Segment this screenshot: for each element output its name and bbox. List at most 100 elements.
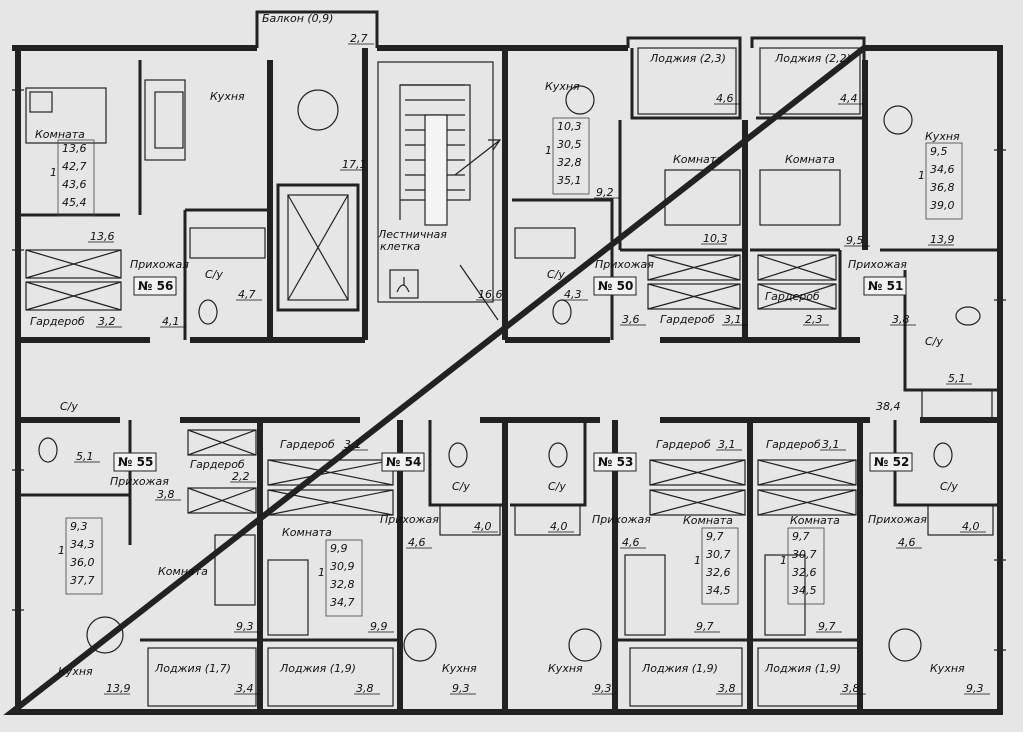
apartment-room-count: 1: [918, 169, 925, 182]
room-area: 9,9: [370, 620, 388, 633]
room-label: Балкон (0,9): [262, 12, 333, 25]
elevator-shaft: [276, 183, 360, 312]
stairwell: [377, 61, 502, 321]
room-label: Прихожая: [592, 513, 651, 526]
room-label: Комната: [785, 153, 835, 166]
apartment-area-value: 30,7: [706, 548, 731, 561]
room-label: Кухня: [210, 90, 245, 103]
room-label: Комната: [282, 526, 332, 539]
apartment-area-value: 45,4: [62, 196, 87, 209]
room-label: Гардероб: [766, 438, 821, 451]
apartment-number-box: [593, 276, 637, 296]
room-area: 9,2: [596, 186, 614, 199]
apartment-number: № 51: [868, 279, 903, 293]
room-area: 4,6: [898, 536, 916, 549]
room-area: 3,1: [822, 438, 840, 451]
room-area: 13,9: [930, 233, 955, 246]
room-label: Гардероб: [280, 438, 335, 451]
room-area: 3,1: [724, 313, 742, 326]
room-label: Прихожая: [130, 258, 189, 271]
room-label: Кухня: [930, 662, 965, 675]
apartment-number-box: [113, 452, 157, 472]
room-area: 3,2: [98, 315, 116, 328]
room-area: 9,7: [818, 620, 836, 633]
room-area: 4,6: [716, 92, 734, 105]
room-label: Комната: [790, 514, 840, 527]
room-area: 4,1: [162, 315, 180, 328]
room-label: Лоджия (1,9): [279, 662, 356, 675]
room-label: Комната: [683, 514, 733, 527]
room-label: Лоджия (1,9): [641, 662, 718, 675]
apartment-area-value: 32,6: [706, 566, 731, 579]
room-area: 4,0: [474, 520, 492, 533]
room-label: Прихожая: [595, 258, 654, 271]
room-label: Прихожая: [380, 513, 439, 526]
room-label: Кухня: [545, 80, 580, 93]
room-label: Гардероб: [190, 458, 245, 471]
room-area: 9,5: [846, 234, 864, 247]
room-label: Кухня: [925, 130, 960, 143]
apartment-number-box: [133, 276, 177, 296]
room-area: 4,6: [622, 536, 640, 549]
apartment-area-value: 37,7: [70, 574, 95, 587]
room-area: 4,0: [962, 520, 980, 533]
apartment-area-value: 32,8: [557, 156, 582, 169]
apartment-area-value: 35,1: [557, 174, 582, 187]
room-area: 3,4: [236, 682, 254, 695]
room-area: 3,1: [718, 438, 736, 451]
room-label: С/у: [940, 480, 958, 493]
apartment-area-value: 32,6: [792, 566, 817, 579]
area-stack-box: [701, 527, 739, 605]
room-area: 3,6: [622, 313, 640, 326]
corridor-area: 38,4: [876, 400, 901, 413]
apartment-area-value: 32,8: [330, 578, 355, 591]
apartment-area-value: 9,9: [330, 542, 348, 555]
room-label: С/у: [205, 268, 223, 281]
room-area: 16,6: [478, 288, 503, 301]
apartment-number-box: [863, 276, 907, 296]
apartment-number: № 56: [138, 279, 173, 293]
apartment-number: № 50: [598, 279, 633, 293]
room-area: 5,1: [76, 450, 94, 463]
room-label: Прихожая: [110, 475, 169, 488]
apartment-area-value: 34,6: [930, 163, 955, 176]
apartment-number: № 55: [118, 455, 153, 469]
apartment-number: № 53: [598, 455, 633, 469]
room-area: 3,8: [718, 682, 736, 695]
apartment-area-value: 36,0: [70, 556, 95, 569]
room-area: 4,0: [550, 520, 568, 533]
apartment-room-count: 1: [58, 544, 65, 557]
apartment-room-count: 1: [50, 166, 57, 179]
apartment-area-value: 30,5: [557, 138, 582, 151]
room-area: 13,6: [90, 230, 115, 243]
apartment-area-value: 43,6: [62, 178, 87, 191]
furniture: [25, 47, 994, 707]
apartment-area-value: 39,0: [930, 199, 955, 212]
area-stack-box: [65, 517, 103, 595]
room-label: Комната: [673, 153, 723, 166]
room-area: 3,8: [892, 313, 910, 326]
apartment-area-value: 34,7: [330, 596, 355, 609]
room-area: 3,8: [356, 682, 374, 695]
apartment-area-value: 34,5: [706, 584, 731, 597]
area-stack-box: [325, 539, 363, 617]
room-label: Кухня: [442, 662, 477, 675]
area-stack-box: [552, 117, 590, 195]
room-labels: Балкон (0,9)2,7Кухня17,1Комната13,6Прихо…: [30, 12, 990, 695]
room-label: Прихожая: [868, 513, 927, 526]
room-label: Лоджия (1,9): [764, 662, 841, 675]
room-area: 9,3: [236, 620, 254, 633]
apartment-area-value: 9,5: [930, 145, 948, 158]
apartment-area-value: 9,7: [792, 530, 810, 543]
room-area: 3,1: [344, 438, 362, 451]
room-area: 2,3: [805, 313, 823, 326]
room-area: 4,4: [840, 92, 858, 105]
apartment-number-box: [869, 452, 913, 472]
area-stack-box: [787, 527, 825, 605]
apartment-room-count: 1: [694, 554, 701, 567]
room-label: С/у: [548, 480, 566, 493]
room-label: Кухня: [548, 662, 583, 675]
room-label: С/у: [925, 335, 943, 348]
